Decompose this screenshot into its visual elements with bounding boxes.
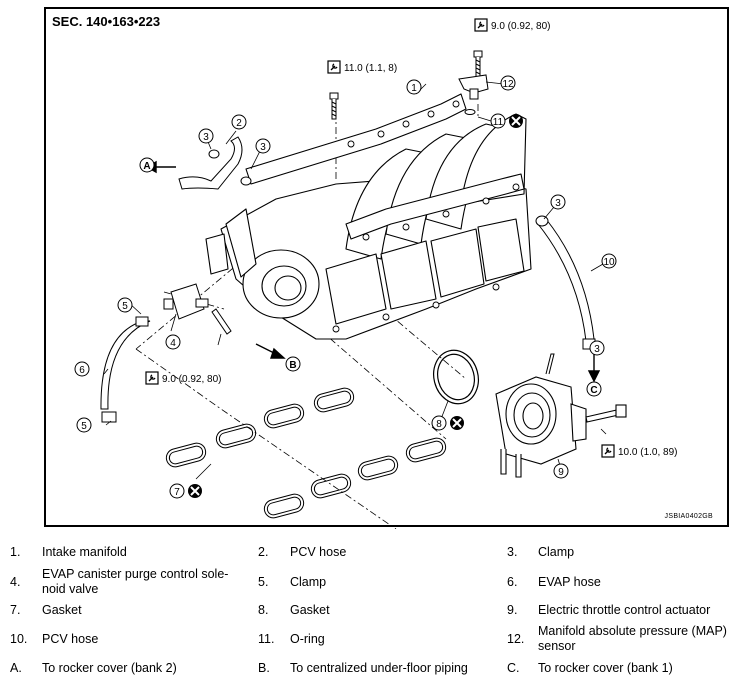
callout-5b: 5: [76, 417, 92, 433]
svg-text:4: 4: [170, 338, 176, 349]
svg-text:9: 9: [558, 467, 564, 478]
legend-text: To rocker cover (bank 1): [538, 661, 673, 675]
legend-num: B.: [258, 661, 270, 675]
callout-7: 7: [169, 483, 185, 499]
legend-num: 6.: [507, 575, 518, 589]
svg-text:7: 7: [174, 487, 180, 498]
svg-text:3: 3: [260, 142, 266, 153]
legend-num: 5.: [258, 575, 269, 589]
svg-text:A: A: [143, 161, 150, 172]
legend-text: To rocker cover (bank 2): [42, 661, 177, 675]
legend-text: PCV hose: [290, 545, 347, 559]
svg-text:3: 3: [594, 344, 600, 355]
legend-text: EVAP canister purge control sole-noid va…: [42, 567, 229, 596]
svg-text:11.0 (1.1, 8): 11.0 (1.1, 8): [344, 63, 397, 74]
callout-3c: 3: [550, 194, 566, 210]
legend-text: Gasket: [42, 603, 82, 617]
callout-3b: 3: [255, 138, 271, 154]
legend-num: A.: [10, 661, 22, 675]
svg-text:10.0 (1.0, 89): 10.0 (1.0, 89): [618, 447, 677, 458]
callout-3a: 3: [198, 128, 214, 144]
svg-text:6: 6: [79, 365, 85, 376]
torque-callout-3: 9.0 (0.92, 80): [145, 371, 221, 385]
legend-num: 11.: [258, 632, 275, 646]
svg-text:10: 10: [603, 257, 615, 268]
direction-b: B: [285, 356, 301, 372]
svg-text:C: C: [590, 385, 597, 396]
callout-9: 9: [553, 463, 569, 479]
legend-text: Electric throttle control actuator: [538, 603, 711, 617]
legend-text: O-ring: [290, 632, 325, 646]
legend-text: Intake manifold: [42, 545, 127, 559]
svg-text:9.0 (0.92, 80): 9.0 (0.92, 80): [162, 374, 221, 385]
legend-num: C.: [507, 661, 520, 675]
svg-text:11: 11: [493, 117, 504, 128]
legend-text: EVAP hose: [538, 575, 601, 589]
direction-a: A: [139, 157, 155, 173]
torque-callout-4: 10.0 (1.0, 89): [601, 444, 677, 458]
legend-text: Gasket: [290, 603, 330, 617]
legend-text: Clamp: [538, 545, 575, 559]
svg-text:8: 8: [436, 419, 442, 430]
intake-manifold-exploded-view: 1 2 3 3 3 3 4 5 5 6 7 8 9 10 11 12 A B: [74, 18, 677, 529]
legend-text: Manifold absolute pressure (MAP) sensor: [538, 624, 727, 653]
legend-num: 1.: [10, 545, 21, 559]
legend-num: 10.: [10, 632, 28, 646]
legend-num: 9.: [507, 603, 518, 617]
svg-text:12: 12: [502, 79, 514, 90]
diagram-frame: SEC. 140•163•223: [44, 7, 729, 529]
svg-text:9.0 (0.92, 80): 9.0 (0.92, 80): [491, 21, 550, 32]
callout-8: 8: [431, 415, 447, 431]
callout-5a: 5: [117, 297, 133, 313]
figure-code: JSBIA0402GB: [664, 513, 713, 520]
direction-c: C: [586, 381, 602, 397]
legend-num: 4.: [10, 575, 21, 589]
torque-callout-2: 11.0 (1.1, 8): [327, 60, 397, 74]
legend-text: Clamp: [290, 575, 327, 589]
callout-4: 4: [165, 334, 181, 350]
legend-text: PCV hose: [42, 632, 99, 646]
parts-legend: 1. Intake manifold 2. PCV hose 3. Clamp …: [0, 535, 742, 685]
callout-6: 6: [74, 361, 90, 377]
svg-text:1: 1: [411, 83, 417, 94]
legend-num: 3.: [507, 545, 518, 559]
svg-text:3: 3: [555, 198, 561, 209]
svg-text:3: 3: [203, 132, 209, 143]
legend-num: 7.: [10, 603, 21, 617]
legend-text: To centralized under-floor piping: [290, 661, 468, 675]
callout-10: 10: [601, 253, 617, 269]
legend-num: 8.: [258, 603, 269, 617]
callout-12: 12: [500, 75, 516, 91]
svg-text:5: 5: [122, 301, 128, 312]
callout-11: 11: [490, 113, 506, 129]
svg-text:2: 2: [236, 118, 242, 129]
callout-2: 2: [231, 114, 247, 130]
svg-text:5: 5: [81, 421, 87, 432]
do-not-reuse-icon: [188, 114, 523, 498]
legend-num: 12.: [507, 632, 525, 646]
torque-callout-1: 9.0 (0.92, 80): [474, 18, 550, 32]
section-label: SEC. 140•163•223: [52, 14, 161, 29]
callout-3d: 3: [589, 340, 605, 356]
legend-num: 2.: [258, 545, 269, 559]
svg-text:B: B: [289, 360, 296, 371]
callout-1: 1: [406, 79, 422, 95]
